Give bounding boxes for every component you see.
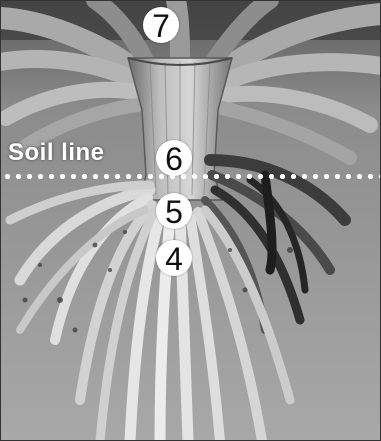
marker-6: 6 <box>156 140 192 176</box>
soil-line-label: Soil line <box>8 139 105 167</box>
marker-4: 4 <box>156 240 192 276</box>
marker-7: 7 <box>143 7 179 43</box>
marker-5: 5 <box>156 193 192 229</box>
soil-line <box>2 174 380 179</box>
